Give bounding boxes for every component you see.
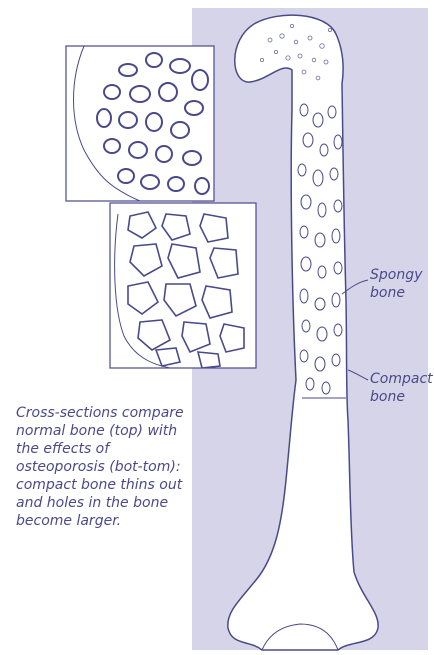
label-spongy-bone: Spongy bone <box>370 266 422 302</box>
figure-caption: Cross-sections compare normal bone (top)… <box>16 404 186 530</box>
label-compact-bone: Compact bone <box>370 370 433 406</box>
compact-bone-leader <box>348 370 368 380</box>
osteoporotic-bone-cross-section <box>110 203 256 368</box>
normal-bone-cross-section <box>66 46 214 201</box>
